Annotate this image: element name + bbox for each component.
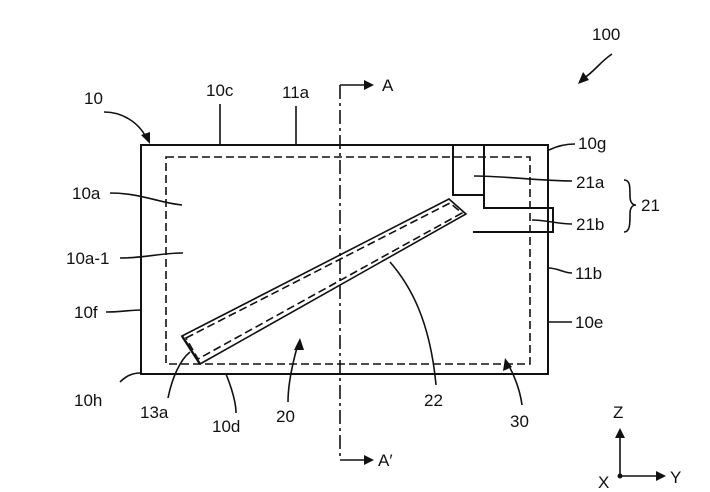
leader-10d bbox=[225, 373, 237, 414]
leader-22 bbox=[389, 261, 437, 386]
leader-10-arrow bbox=[141, 132, 150, 144]
label-a-bottom: A′ bbox=[378, 451, 393, 470]
leader-100-arrow bbox=[578, 72, 589, 84]
axis-z-label: Z bbox=[613, 403, 623, 422]
leader-11b bbox=[547, 267, 573, 274]
diagonal-channel-outline bbox=[180, 198, 468, 366]
bracket-21 bbox=[623, 179, 637, 233]
leader-10h bbox=[119, 372, 142, 383]
leader-10 bbox=[103, 111, 147, 138]
leader-20-arrow bbox=[294, 338, 304, 350]
label-10h: 10h bbox=[74, 391, 102, 410]
label-10c: 10c bbox=[206, 81, 234, 100]
label-21a: 21a bbox=[576, 173, 605, 192]
axis-x-label: X bbox=[598, 473, 609, 492]
label-30: 30 bbox=[510, 412, 529, 431]
label-22: 22 bbox=[424, 391, 443, 410]
leader-100 bbox=[582, 53, 613, 80]
label-10g: 10g bbox=[578, 134, 606, 153]
label-10a-1: 10a-1 bbox=[66, 249, 109, 268]
leader-10f bbox=[105, 309, 142, 313]
diagonal-channel-dashed bbox=[184, 202, 464, 361]
axis-z-arrow bbox=[615, 428, 625, 438]
label-10e: 10e bbox=[575, 313, 603, 332]
axis-origin bbox=[617, 473, 623, 479]
label-20: 20 bbox=[276, 407, 295, 426]
section-arrowhead-bottom bbox=[364, 455, 374, 465]
label-11b: 11b bbox=[575, 264, 602, 283]
label-11a: 11a bbox=[282, 83, 310, 102]
leader-10g bbox=[548, 143, 576, 151]
section-arrowhead-top bbox=[364, 80, 374, 90]
outer-body-outline bbox=[140, 144, 549, 375]
leader-21b bbox=[531, 219, 573, 225]
channel-end-13a bbox=[180, 335, 202, 365]
axis-y-label: Y bbox=[670, 468, 681, 487]
label-21: 21 bbox=[641, 196, 660, 215]
leader-30 bbox=[507, 363, 523, 406]
leader-10a bbox=[109, 192, 183, 206]
label-10f: 10f bbox=[74, 303, 98, 322]
port-21b-outline bbox=[473, 195, 554, 233]
leader-10a1 bbox=[119, 252, 184, 259]
label-10a: 10a bbox=[72, 184, 101, 203]
label-10: 10 bbox=[84, 89, 103, 108]
label-21b: 21b bbox=[576, 215, 604, 234]
port-21a-outline bbox=[452, 144, 485, 196]
axis-y-arrow bbox=[656, 471, 666, 481]
leader-30-arrow bbox=[503, 358, 512, 371]
label-13a: 13a bbox=[140, 403, 169, 422]
label-10d: 10d bbox=[212, 417, 240, 436]
inner-dashed-region bbox=[165, 156, 531, 365]
leader-13a bbox=[167, 351, 191, 399]
label-a-top: A bbox=[382, 76, 394, 95]
label-100: 100 bbox=[592, 25, 620, 44]
leader-21a bbox=[473, 175, 573, 182]
